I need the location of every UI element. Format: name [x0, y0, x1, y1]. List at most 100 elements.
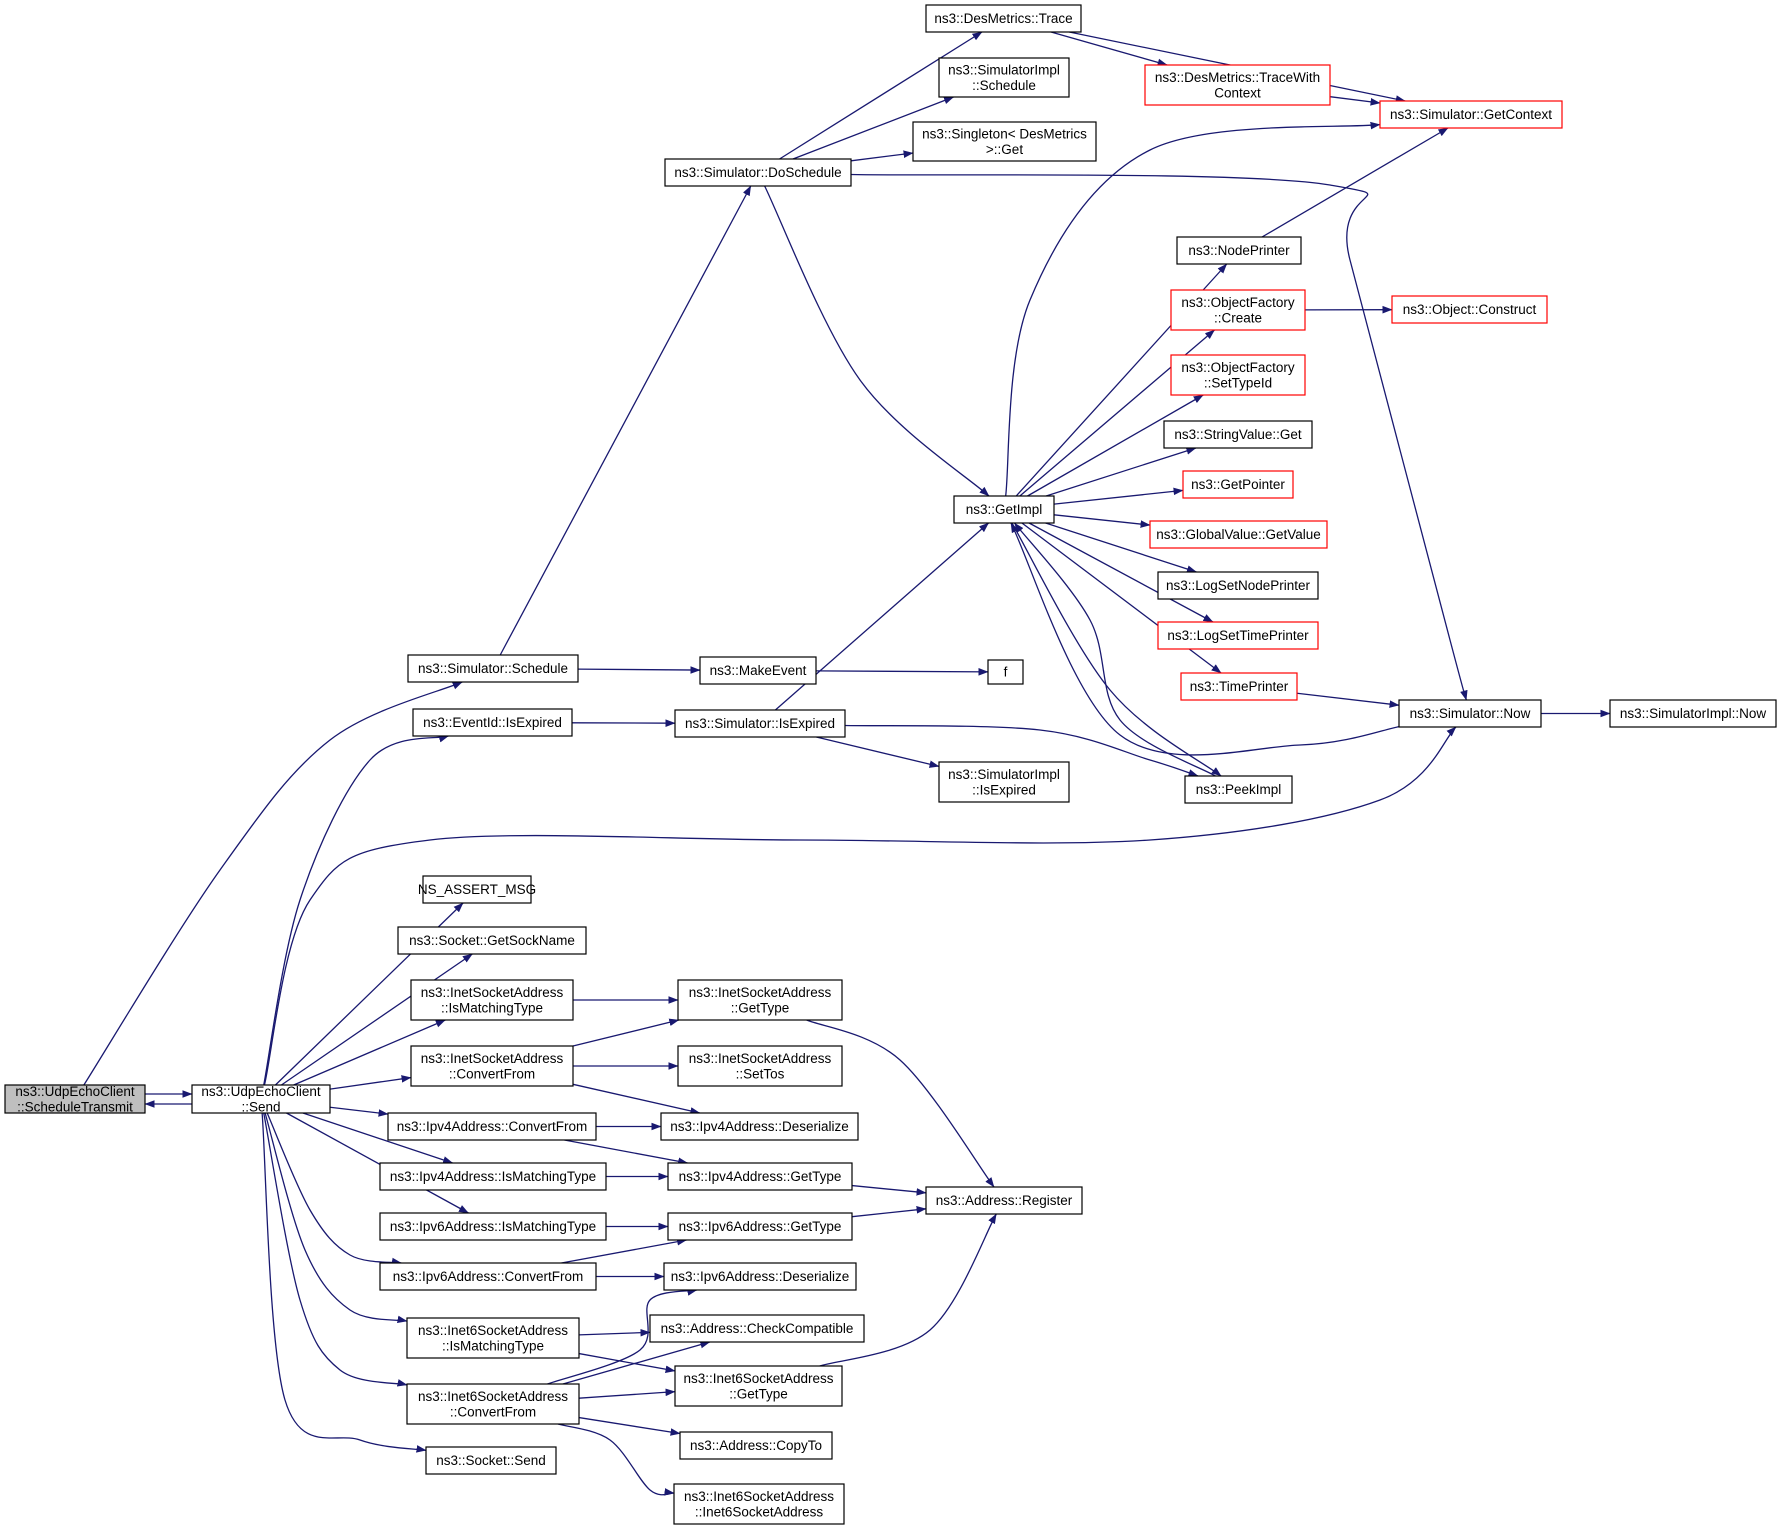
node-address-checkcompatible[interactable]: ns3::Address::CheckCompatible — [649, 1314, 865, 1343]
node-label: ::IsExpired — [972, 782, 1036, 797]
node-singleton-get[interactable]: ns3::Singleton< DesMetrics >::Get — [912, 121, 1097, 162]
node-label: ns3::Ipv6Address::GetType — [679, 1219, 842, 1234]
node-getcontext[interactable]: ns3::Simulator::GetContext — [1379, 100, 1563, 129]
node-ipv4-gettype[interactable]: ns3::Ipv4Address::GetType — [667, 1162, 853, 1191]
node-globalvalue-getvalue[interactable]: ns3::GlobalValue::GetValue — [1149, 520, 1328, 549]
node-address-copyto[interactable]: ns3::Address::CopyTo — [679, 1431, 833, 1460]
node-eventid-isexpired[interactable]: ns3::EventId::IsExpired — [412, 708, 573, 737]
node-inet6-ismatchingtype[interactable]: ns3::Inet6SocketAddress::IsMatchingType — [406, 1317, 580, 1359]
node-label: ns3::Ipv6Address::IsMatchingType — [390, 1219, 596, 1234]
node-of-create[interactable]: ns3::ObjectFactory::Create — [1170, 289, 1306, 331]
node-box — [674, 1365, 843, 1407]
node-label: ns3::DesMetrics::Trace — [934, 11, 1072, 26]
node-ipv6-ismatchingtype[interactable]: ns3::Ipv6Address::IsMatchingType — [379, 1212, 607, 1241]
node-send[interactable]: ns3::UdpEchoClient::Send — [191, 1084, 331, 1115]
edge-ipv6_convertfrom-to-ipv6_gettype — [561, 1237, 688, 1264]
node-sim-isexpired[interactable]: ns3::Simulator::IsExpired — [674, 709, 846, 738]
edge-getimpl-to-globalvalue_getvalue — [1053, 514, 1151, 528]
node-label: ::Send — [241, 1099, 280, 1114]
node-label: ns3::PeekImpl — [1196, 782, 1282, 797]
node-box — [410, 1045, 574, 1087]
node-inet6-convertfrom[interactable]: ns3::Inet6SocketAddress::ConvertFrom — [406, 1383, 580, 1425]
node-socket-getsockname[interactable]: ns3::Socket::GetSockName — [397, 926, 587, 955]
edge-doschedule-to-singleton_get — [850, 150, 914, 162]
edge-send-to-inet6_convertfrom — [263, 1112, 408, 1387]
node-sim-now[interactable]: ns3::Simulator::Now — [1398, 699, 1542, 728]
node-label: ns3::Address::CheckCompatible — [661, 1321, 854, 1336]
edge-ipv4_gettype-to-address_register — [851, 1184, 927, 1196]
node-label: ns3::Socket::GetSockName — [409, 933, 575, 948]
node-inet-convertfrom[interactable]: ns3::InetSocketAddress::ConvertFrom — [410, 1045, 574, 1087]
node-label: NS_ASSERT_MSG — [418, 882, 536, 897]
node-box — [412, 708, 573, 737]
edge-inet6_convertfrom-to-inet6_gettype — [578, 1388, 676, 1399]
node-desmetrics-trace[interactable]: ns3::DesMetrics::Trace — [925, 4, 1082, 33]
node-timeprinter[interactable]: ns3::TimePrinter — [1180, 672, 1298, 701]
edge-ipv4_convertfrom-to-ipv4_gettype — [564, 1139, 689, 1165]
node-label: ns3::GlobalValue::GetValue — [1156, 527, 1321, 542]
node-label: ns3::Inet6SocketAddress — [418, 1389, 568, 1404]
node-simimpl-schedule[interactable]: ns3::SimulatorImpl::Schedule — [938, 57, 1070, 98]
node-logsettimeprinter[interactable]: ns3::LogSetTimePrinter — [1157, 621, 1319, 650]
node-ipv6-deserialize[interactable]: ns3::Ipv6Address::Deserialize — [663, 1262, 857, 1291]
node-box — [667, 1162, 853, 1191]
node-socket-send[interactable]: ns3::Socket::Send — [425, 1446, 557, 1475]
node-box — [673, 1483, 845, 1525]
edge-makeevent-to-f — [815, 668, 989, 676]
edge-timeprinter-to-sim_now — [1296, 692, 1400, 708]
node-obj-construct[interactable]: ns3::Object::Construct — [1391, 295, 1548, 324]
node-getimpl[interactable]: ns3::GetImpl — [953, 495, 1055, 524]
edge-sim_isexpired-to-peekimpl — [844, 724, 1199, 777]
node-simimpl-isexpired[interactable]: ns3::SimulatorImpl::IsExpired — [938, 761, 1070, 803]
node-root[interactable]: ns3::UdpEchoClient::ScheduleTransmit — [4, 1084, 146, 1115]
edge-send-to-inet_ismatchingtype — [293, 1019, 446, 1086]
node-ipv6-gettype[interactable]: ns3::Ipv6Address::GetType — [667, 1212, 853, 1241]
node-label: ::IsMatchingType — [442, 1338, 544, 1353]
edge-send-to-ipv4_convertfrom — [329, 1106, 389, 1117]
node-inet6-gettype[interactable]: ns3::Inet6SocketAddress::GetType — [674, 1365, 843, 1407]
node-f[interactable]: f — [987, 659, 1024, 685]
node-box — [425, 1446, 557, 1475]
node-makeevent[interactable]: ns3::MakeEvent — [699, 656, 817, 685]
node-inet6-ctor[interactable]: ns3::Inet6SocketAddress::Inet6SocketAddr… — [673, 1483, 845, 1525]
node-address-register[interactable]: ns3::Address::Register — [925, 1186, 1083, 1215]
node-box — [677, 979, 843, 1021]
node-label: ns3::UdpEchoClient — [201, 1084, 321, 1099]
edge-ipv6_gettype-to-address_register — [851, 1206, 927, 1218]
edge-inet6_convertfrom-to-ipv6_deserialize — [547, 1288, 698, 1385]
node-nodeprinter[interactable]: ns3::NodePrinter — [1176, 236, 1302, 265]
edge-doschedule-to-getimpl — [764, 185, 990, 497]
edge-inet6_convertfrom-to-address_checkcompatible — [562, 1340, 711, 1385]
node-getpointer[interactable]: ns3::GetPointer — [1182, 470, 1294, 499]
node-ipv6-convertfrom[interactable]: ns3::Ipv6Address::ConvertFrom — [379, 1262, 597, 1291]
edge-send-to-socket_send — [261, 1112, 427, 1453]
node-ns-assert-msg[interactable]: NS_ASSERT_MSG — [418, 875, 536, 904]
node-simimpl-now[interactable]: ns3::SimulatorImpl::Now — [1609, 699, 1777, 728]
node-of-settypeid[interactable]: ns3::ObjectFactory::SetTypeId — [1170, 354, 1306, 396]
node-box — [379, 1212, 607, 1241]
node-ipv4-deserialize[interactable]: ns3::Ipv4Address::Deserialize — [660, 1112, 859, 1141]
node-ipv4-ismatchingtype[interactable]: ns3::Ipv4Address::IsMatchingType — [379, 1162, 607, 1191]
node-stringvalue-get[interactable]: ns3::StringValue::Get — [1163, 420, 1313, 449]
node-logsetnodeprinter[interactable]: ns3::LogSetNodePrinter — [1157, 571, 1319, 600]
node-doschedule[interactable]: ns3::Simulator::DoSchedule — [664, 158, 852, 187]
edge-desmetrics_trace-to-tracewithcontext — [1050, 31, 1168, 67]
node-peekimpl[interactable]: ns3::PeekImpl — [1184, 775, 1293, 804]
node-box — [1184, 775, 1293, 804]
node-ipv4-convertfrom[interactable]: ns3::Ipv4Address::ConvertFrom — [387, 1112, 597, 1141]
node-inet-ismatchingtype[interactable]: ns3::InetSocketAddress::IsMatchingType — [410, 979, 574, 1021]
node-label: ::GetType — [729, 1386, 788, 1401]
node-sim-schedule[interactable]: ns3::Simulator::Schedule — [407, 654, 579, 683]
edge-getimpl-to-getpointer — [1053, 487, 1184, 505]
edge-inet_gettype-to-address_register — [806, 1019, 995, 1188]
node-box — [649, 1314, 865, 1343]
edge-send-to-ipv6_ismatchingtype — [286, 1112, 469, 1214]
node-box — [664, 158, 852, 187]
node-inet-settos[interactable]: ns3::InetSocketAddress::SetTos — [677, 1045, 843, 1087]
node-inet-gettype[interactable]: ns3::InetSocketAddress::GetType — [677, 979, 843, 1021]
node-label: ::ConvertFrom — [450, 1404, 536, 1419]
node-label: ::Create — [1214, 310, 1262, 325]
edge-sim_now-to-getimpl — [1010, 522, 1400, 756]
node-box — [1609, 699, 1777, 728]
